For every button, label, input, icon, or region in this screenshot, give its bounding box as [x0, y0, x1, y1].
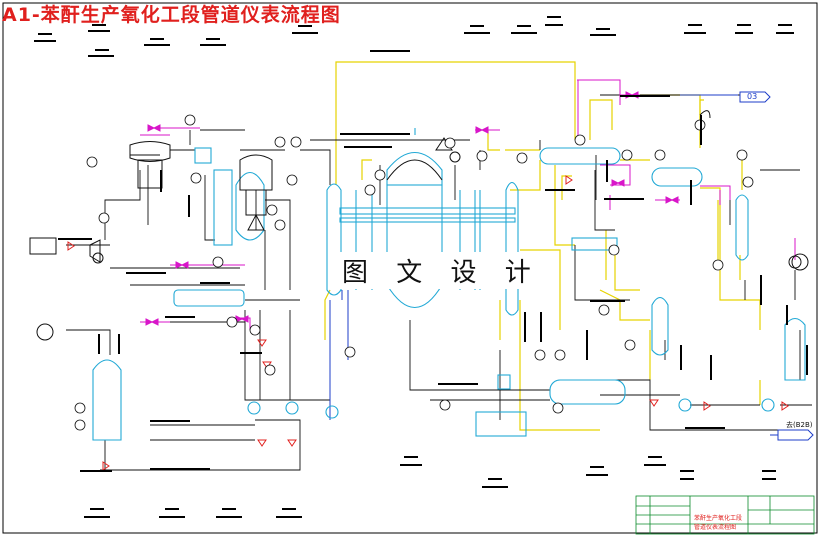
title-block-line2: 管道仪表流程图: [694, 524, 737, 531]
offpage-connector-b2b: [777, 429, 814, 441]
feed-pump-1: [247, 401, 261, 415]
oxidation-reactor: [386, 152, 443, 186]
line-number-labels: [58, 50, 808, 472]
title-block-line1: 苯酐生产氧化工段: [694, 515, 743, 522]
signal-lines-magenta: [140, 79, 796, 330]
gas-cooler: [505, 181, 519, 316]
preheater-column: [326, 183, 342, 296]
off-page-connectors: [739, 91, 814, 441]
crude-product-drum: [651, 167, 703, 187]
product-pump: [678, 398, 692, 412]
process-lines-yellow: [324, 61, 761, 431]
recycle-pump: [761, 398, 775, 412]
separator-column: [651, 296, 669, 356]
valve-symbols-red: [67, 175, 789, 471]
title-block: [635, 495, 815, 535]
product-cooler: [549, 379, 626, 405]
switch-condenser: [539, 147, 621, 165]
stream-tag-03: 03: [747, 92, 758, 101]
raw-material-tank: [92, 359, 122, 441]
equipment-tag-row-top: [34, 16, 794, 57]
annotation-right: 去(B2B): [786, 421, 813, 429]
offpage-connector-03: [739, 91, 771, 103]
equipment-tag-row-bottom: [84, 456, 776, 518]
diagram-title: A1-苯酐生产氧化工段管道仪表流程图: [2, 4, 341, 26]
equipment-black: [29, 110, 809, 341]
watermark-text: 图 文 设 计: [338, 252, 545, 289]
wash-column: [784, 317, 806, 381]
condensate-tank: [475, 411, 527, 437]
naphthalene-evaporator: [173, 289, 245, 307]
transfer-pump: [325, 405, 339, 419]
feed-pump-2: [285, 401, 299, 415]
instrument-bubbles: [74, 114, 754, 431]
reactor-header-pipe: [339, 207, 516, 215]
tail-gas-scrubber: [735, 194, 749, 261]
title-block-text: 苯酐生产氧化工段 管道仪表流程图: [636, 496, 816, 534]
